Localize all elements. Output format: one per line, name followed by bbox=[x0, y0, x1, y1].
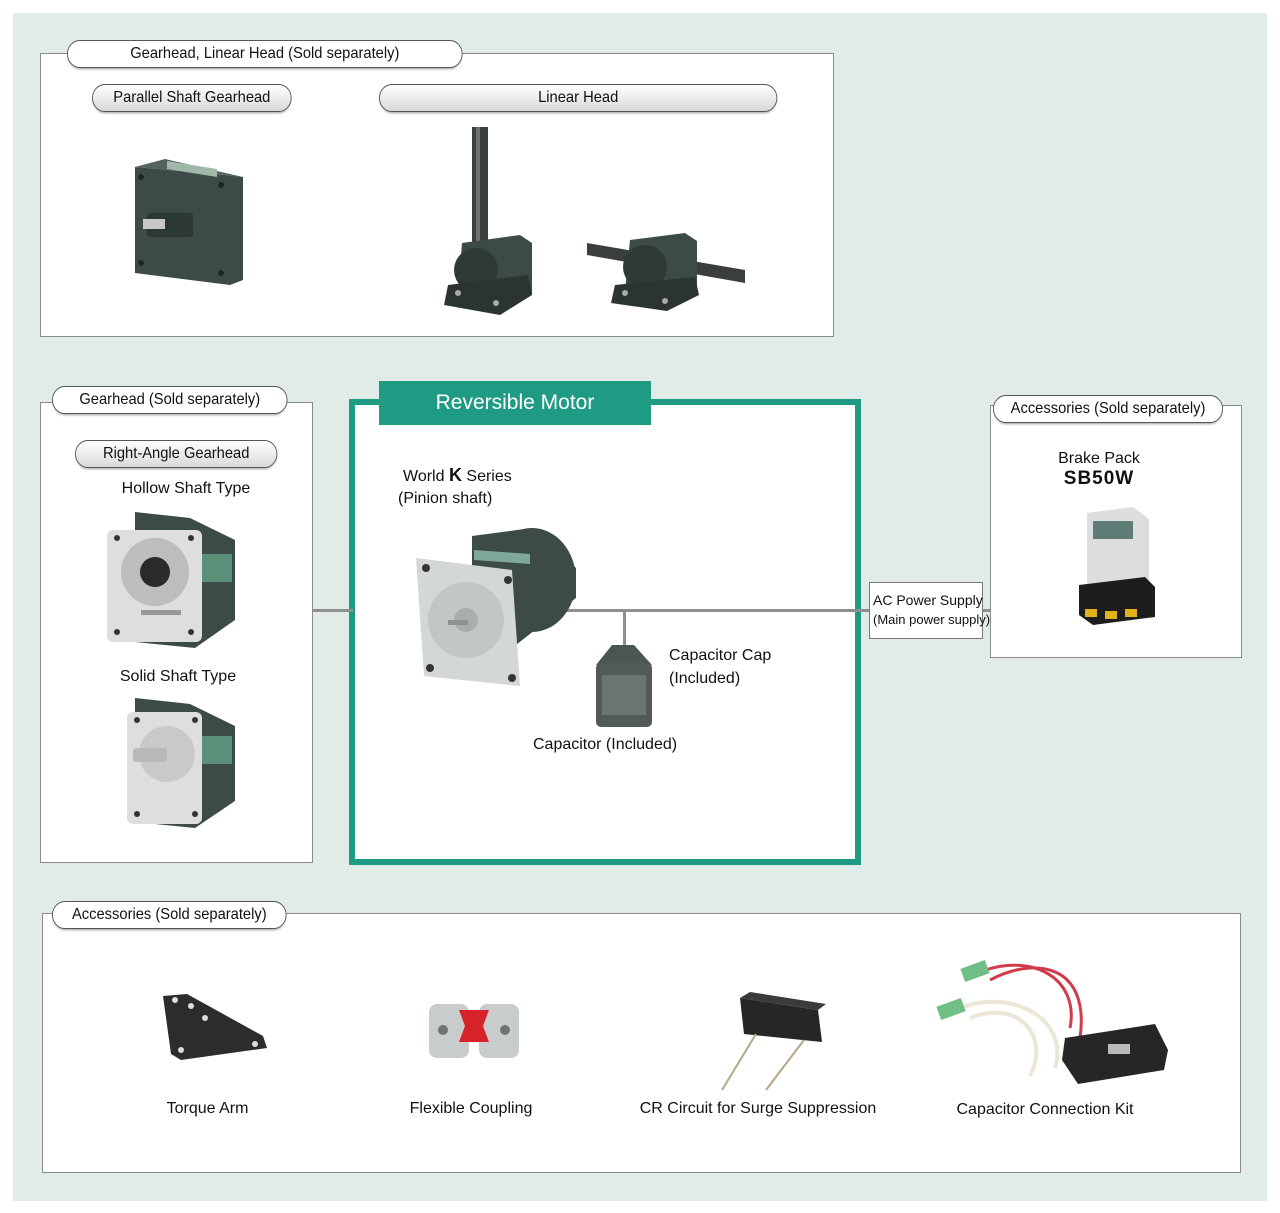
solid-shaft-label: Solid Shaft Type bbox=[119, 668, 237, 685]
ac-power-note: (Main power supply) bbox=[873, 612, 991, 627]
reversible-motor-icon bbox=[416, 528, 576, 686]
cr-circuit-label: CR Circuit for Surge Suppression bbox=[639, 1100, 877, 1117]
hollow-shaft-label: Hollow Shaft Type bbox=[121, 480, 251, 497]
series-suffix: Series bbox=[466, 468, 512, 485]
capacitor-drop-line bbox=[623, 609, 626, 649]
torque-arm-icon bbox=[163, 994, 267, 1060]
coupling-icon bbox=[429, 1004, 519, 1058]
torque-arm-label: Torque Arm bbox=[166, 1100, 249, 1117]
flexible-coupling-label: Flexible Coupling bbox=[409, 1100, 533, 1117]
motor-to-power-line bbox=[540, 609, 869, 612]
gearhead-linear-head-title: Gearhead, Linear Head (Sold separately) bbox=[67, 40, 463, 68]
cr-circuit-icon bbox=[721, 992, 826, 1091]
brake-pack-model: SB50W bbox=[1063, 468, 1135, 489]
brake-pack-panel-title: Accessories (Sold separately) bbox=[993, 395, 1223, 423]
capacitor-cap-note: (Included) bbox=[669, 670, 741, 687]
power-to-accessory-line bbox=[983, 609, 990, 612]
connection-kit-icon bbox=[936, 959, 1168, 1084]
brake-pack-icon bbox=[1079, 507, 1155, 625]
capacitor-connection-kit-label: Capacitor Connection Kit bbox=[956, 1101, 1134, 1118]
solid-shaft-gearhead-icon bbox=[127, 698, 235, 828]
ac-power-supply-box: AC Power Supply (Main power supply) bbox=[869, 582, 991, 639]
capacitor-cap-label: Capacitor Cap bbox=[669, 647, 772, 664]
hollow-shaft-gearhead-icon bbox=[107, 512, 235, 648]
linear-head-vertical-icon bbox=[444, 127, 532, 315]
reversible-motor-title: Reversible Motor bbox=[379, 381, 651, 425]
capacitor-label: Capacitor (Included) bbox=[533, 736, 678, 753]
parallel-shaft-gearhead-label: Parallel Shaft Gearhead bbox=[92, 84, 292, 112]
series-letter: K bbox=[448, 465, 462, 485]
right-angle-gearhead-label: Right-Angle Gearhead bbox=[75, 440, 278, 468]
brake-pack-label: Brake Pack bbox=[1058, 450, 1140, 467]
ac-power-label: AC Power Supply bbox=[873, 592, 983, 608]
linear-head-label: Linear Head bbox=[379, 84, 778, 112]
capacitor-icon bbox=[596, 645, 652, 727]
pinion-shaft-note: (Pinion shaft) bbox=[398, 490, 493, 507]
gearhead-connection-line bbox=[313, 609, 353, 612]
series-prefix: World bbox=[403, 468, 445, 485]
series-label: World K Series bbox=[403, 464, 512, 488]
linear-head-horizontal-icon bbox=[587, 233, 745, 311]
gearhead-panel-title: Gearhead (Sold separately) bbox=[52, 386, 288, 414]
accessories-panel-title: Accessories (Sold separately) bbox=[52, 901, 287, 929]
parallel-shaft-gearhead-icon bbox=[135, 159, 243, 285]
